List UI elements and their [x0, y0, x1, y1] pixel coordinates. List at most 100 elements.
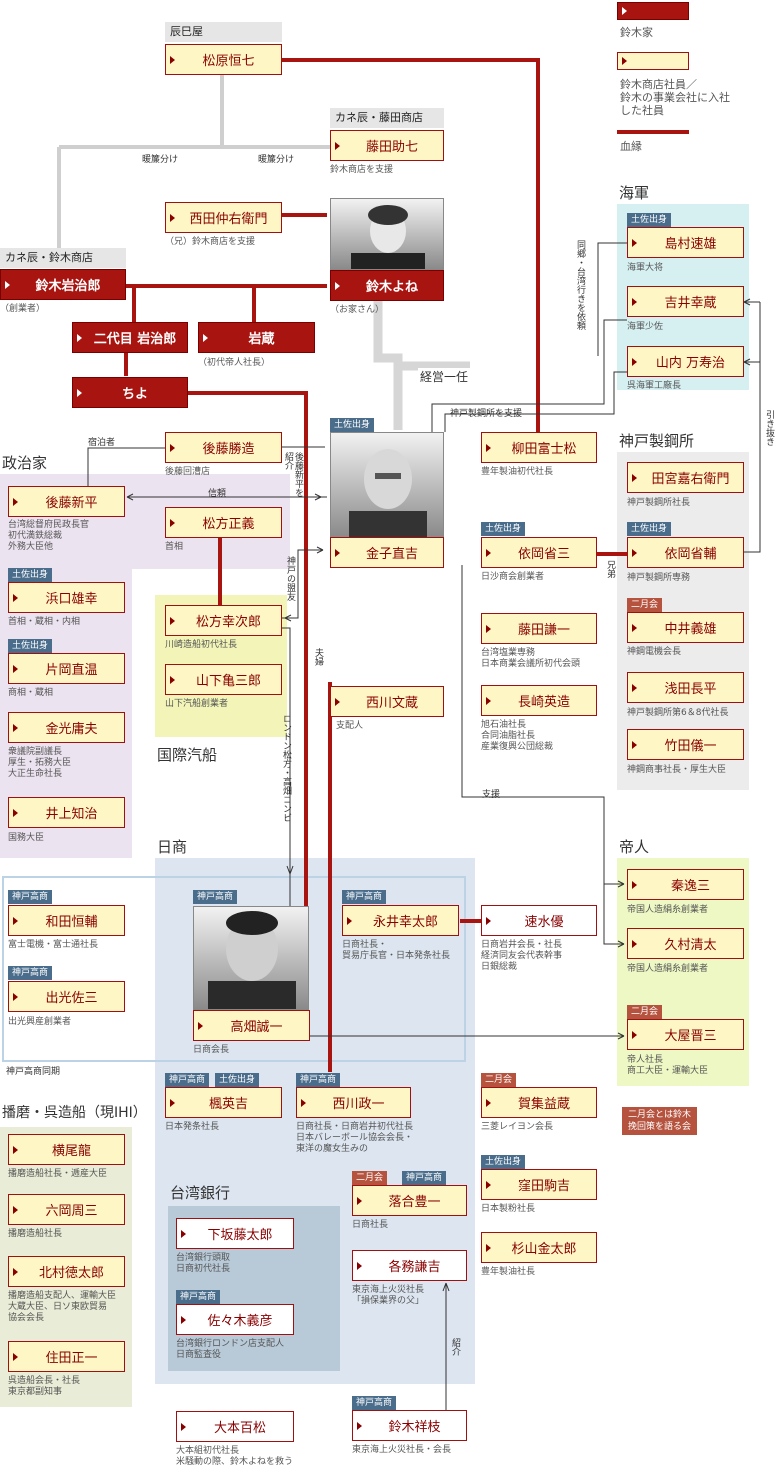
person-yoshii[interactable]: 吉井幸蔵 — [627, 286, 744, 317]
label-shukuhaku: 宿泊者 — [88, 438, 116, 448]
person-hamaguchi[interactable]: 浜口雄幸 — [8, 582, 125, 613]
person-wada[interactable]: 和田恒輔 — [8, 905, 125, 936]
desc-idemitsu: 出光興産創業者 — [8, 1017, 72, 1027]
person-sumida[interactable]: 住田正一 — [8, 1341, 125, 1372]
person-goto-k[interactable]: 後藤勝造 — [165, 432, 282, 463]
person-hata[interactable]: 秦逸三 — [627, 869, 744, 900]
person-nishikawa-b[interactable]: 西川文蔵 — [330, 686, 444, 717]
person-yone[interactable]: 鈴木よね — [330, 270, 444, 301]
person-fujita-k[interactable]: 藤田謙一 — [481, 613, 597, 644]
suzuki-yone-photo — [330, 198, 444, 270]
person-nishikawa-m[interactable]: 西川政一 — [296, 1087, 411, 1118]
desc-sumida: 呉造船会長・社長 東京都副知事 — [8, 1376, 81, 1397]
person-hayami[interactable]: 速水優 — [481, 905, 597, 936]
nissho-title: 日商 — [157, 838, 188, 856]
harima-title: 播磨・呉造船（現IHI） — [2, 1105, 147, 1121]
desc-sasaki: 台湾銀行ロンドン店支配人 日商監査役 — [176, 1339, 285, 1360]
person-omoto[interactable]: 大本百松 — [176, 1411, 294, 1442]
person-yorioka-h[interactable]: 依岡省輔 — [627, 537, 744, 568]
person-kakumu[interactable]: 各務謙吉 — [352, 1250, 467, 1281]
legend-blood-label: 血縁 — [620, 140, 642, 153]
person-takahata[interactable]: 高畑誠一 — [193, 1010, 310, 1041]
person-fujita[interactable]: 藤田助七 — [330, 130, 444, 161]
label-shokai: 紹介 — [450, 1338, 460, 1356]
legend-employee-label: 鈴木商店社員／ 鈴木の事業会社に入社 した社員 — [620, 78, 730, 117]
person-ochiai[interactable]: 落合豊一 — [352, 1185, 467, 1216]
desc-matsukata-k: 川崎造船初代社長 — [165, 640, 238, 650]
person-nagasaki[interactable]: 長崎英造 — [481, 685, 597, 716]
person-kaede[interactable]: 楓英吉 — [165, 1087, 282, 1118]
person-kitamura[interactable]: 北村徳太郎 — [8, 1256, 125, 1287]
shop-tatsumiya: 辰巳屋 — [165, 22, 282, 42]
person-sasaki[interactable]: 佐々木義彦 — [176, 1304, 294, 1335]
tag-tosa-kataoka: 土佐出身 — [8, 639, 53, 653]
person-rokuoka[interactable]: 六岡周三 — [8, 1194, 125, 1225]
person-chiyo[interactable]: ちよ — [72, 377, 188, 408]
label-fuufu: 夫婦 — [313, 648, 323, 666]
desc-asada: 神戸製鋼所第6＆8代社長 — [627, 708, 729, 718]
person-yanagida[interactable]: 柳田富士松 — [481, 432, 597, 463]
person-kanemitsu[interactable]: 金光庸夫 — [8, 712, 125, 743]
person-asada[interactable]: 浅田長平 — [627, 672, 744, 703]
person-kataoka[interactable]: 片岡直温 — [8, 653, 125, 684]
tag-nigatsu-oya: 二月会 — [627, 1005, 663, 1019]
label-keiei: 経営一任 — [418, 368, 471, 385]
person-yorioka-s[interactable]: 依岡省三 — [481, 537, 597, 568]
person-nidaime[interactable]: 二代目 岩治郎 — [72, 322, 188, 353]
person-nishida[interactable]: 西田仲右衛門 — [165, 202, 282, 233]
desc-iwazo: （初代帝人社長） — [198, 358, 271, 368]
person-matsubara[interactable]: 松原恒七 — [165, 44, 282, 75]
person-kumura[interactable]: 久村清太 — [627, 928, 744, 959]
desc-omoto: 大本組初代社長 米騒動の際、鈴木よねを救う — [176, 1446, 294, 1467]
kobe-alumni-title: 神戸高商同期 — [6, 1067, 61, 1077]
person-matsukata-m[interactable]: 松方正義 — [165, 507, 282, 538]
desc-nishikawa-b: 支配人 — [336, 721, 364, 731]
person-yamashita[interactable]: 山下亀三郎 — [165, 664, 282, 695]
person-shimosaka[interactable]: 下坂藤太郎 — [176, 1218, 294, 1249]
shop-fujita: カネ辰・藤田商店 — [330, 108, 444, 128]
person-takeda[interactable]: 竹田儀一 — [627, 729, 744, 760]
person-kubota[interactable]: 窪田駒吉 — [481, 1169, 597, 1200]
tag-tosa-hamaguchi: 土佐出身 — [8, 568, 53, 582]
tag-tosa-shimamura: 土佐出身 — [627, 213, 672, 227]
person-matsukata-k[interactable]: 松方幸次郎 — [165, 605, 282, 636]
person-idemitsu[interactable]: 出光佐三 — [8, 981, 125, 1012]
navy-title: 海軍 — [619, 184, 650, 202]
person-taminomiya[interactable]: 田宮嘉右衛門 — [627, 462, 744, 493]
person-yokoo[interactable]: 横尾龍 — [8, 1134, 125, 1165]
desc-yorioka-h: 神戸製鋼所専務 — [627, 573, 691, 583]
tag-kobe-wada: 神戸高商 — [8, 890, 53, 904]
takahata-photo — [193, 906, 309, 1010]
person-suzuki-s[interactable]: 鈴木祥枝 — [352, 1410, 467, 1441]
person-iwajiro[interactable]: 鈴木岩治郎 — [0, 269, 126, 300]
person-gashu[interactable]: 賀集益蔵 — [481, 1087, 597, 1118]
person-inoue[interactable]: 井上知治 — [8, 797, 125, 828]
person-nagai[interactable]: 永井幸太郎 — [342, 905, 459, 936]
desc-yanagida: 豊年製油初代社長 — [481, 467, 554, 477]
person-nakai[interactable]: 中井義雄 — [627, 612, 744, 643]
person-goto-s[interactable]: 後藤新平 — [8, 486, 125, 517]
label-hikinuki: 引き抜き — [764, 410, 774, 446]
person-oya[interactable]: 大屋晋三 — [627, 1019, 744, 1050]
desc-yamauchi: 呉海軍工廠長 — [627, 381, 682, 391]
legend-blood-line — [617, 130, 689, 134]
person-sugiyama[interactable]: 杉山金太郎 — [481, 1232, 597, 1263]
desc-iwajiro: （創業者） — [0, 304, 46, 314]
desc-fujita: 鈴木商店を支援 — [330, 165, 394, 175]
desc-hamaguchi: 首相・蔵相・内相 — [8, 617, 81, 627]
tag-kobe-kaede: 神戸高商 — [165, 1073, 210, 1087]
person-shimamura[interactable]: 島村速雄 — [627, 227, 744, 258]
desc-hayami: 日商岩井会長・社長 経済同友会代表幹事 日銀総裁 — [481, 940, 563, 972]
tag-nigatsu-nakai: 二月会 — [627, 598, 663, 612]
kobe-alumni-frame — [2, 876, 466, 1062]
person-iwazo[interactable]: 岩蔵 — [198, 322, 315, 353]
desc-ochiai: 日商社長 — [352, 1220, 389, 1230]
teijin-title: 帝人 — [619, 838, 650, 856]
person-kaneko[interactable]: 金子直吉 — [330, 537, 444, 568]
tag-tosa-kubota: 土佐出身 — [481, 1155, 526, 1169]
kaneko-photo — [330, 432, 444, 538]
person-yamauchi[interactable]: 山内 万寿治 — [627, 346, 744, 377]
tag-kobe-suzuki-s: 神戸高商 — [352, 1396, 397, 1410]
desc-inoue: 国務大臣 — [8, 833, 45, 843]
legend-suzuki-swatch — [617, 2, 689, 20]
